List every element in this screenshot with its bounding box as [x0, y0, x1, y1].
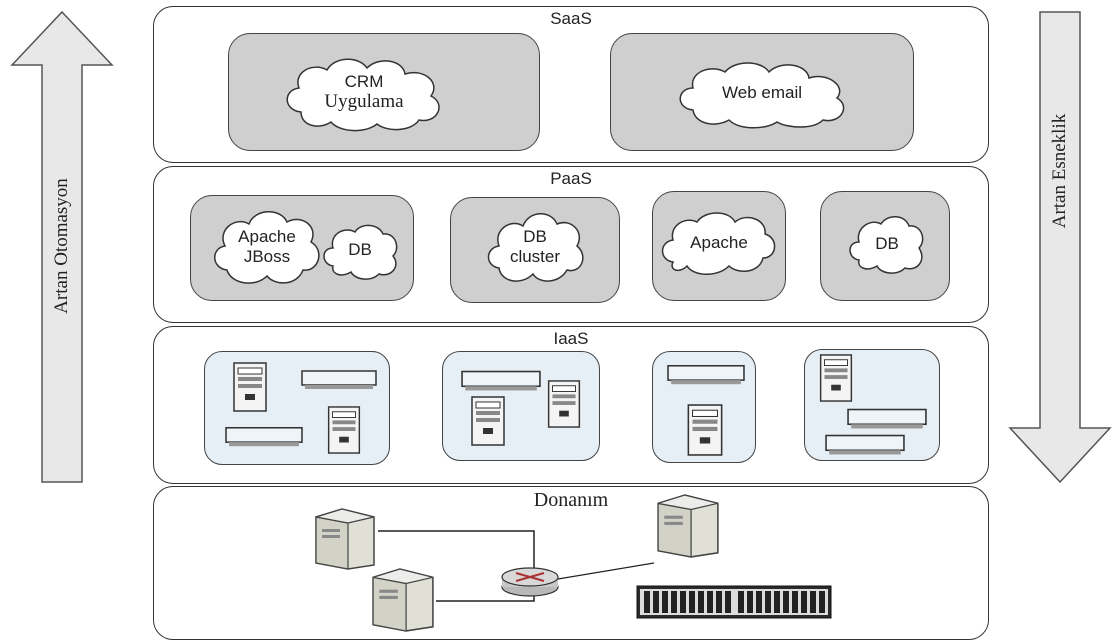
jboss-label: JBoss: [243, 247, 291, 266]
crm-app-box: CRM Uygulama: [228, 33, 540, 151]
iaas-box-3: [652, 351, 756, 463]
physical-server-icon: [366, 567, 440, 633]
apache-jboss-cloud: Apache JBoss: [211, 206, 323, 288]
network-cables: [378, 530, 655, 602]
db-cluster-box: DB cluster: [450, 197, 620, 303]
physical-server-icon: [654, 493, 722, 559]
cloud-icon: [661, 212, 776, 275]
apache-label: Apache: [238, 227, 296, 246]
rack-unit-icon: [847, 408, 927, 430]
paas-layer: PaaS Apache JBoss DB DB cluster Apache: [153, 166, 989, 323]
down-arrow-icon: [1008, 11, 1112, 484]
paas-title: PaaS: [550, 169, 592, 188]
cloud-icon: [286, 58, 440, 132]
increasing-automation-label: Artan Otomasyon: [51, 178, 72, 314]
apache-jboss-db-box: Apache JBoss DB: [190, 195, 414, 301]
db-cluster-label: DB: [523, 227, 547, 246]
crm-cloud: CRM Uygulama: [279, 52, 449, 132]
server-icon: [687, 404, 723, 456]
web-email-box: Web email: [610, 33, 914, 151]
router-icon: [500, 565, 560, 597]
saas-layer: SaaS CRM Uygulama Web email: [153, 6, 989, 163]
up-arrow-icon: [10, 10, 114, 483]
cloud-icon: [849, 216, 924, 274]
cloud-icon: [487, 213, 584, 282]
web-email-cloud: Web email: [673, 58, 851, 129]
crm-label: CRM: [344, 72, 384, 91]
rack-unit-icon: [667, 364, 745, 386]
hardware-layer: Donanım: [153, 486, 989, 640]
db-label-2: DB: [875, 234, 899, 253]
crm-sublabel: Uygulama: [324, 91, 404, 112]
cloud-icon: [214, 211, 320, 284]
apache-only-label: Apache: [690, 233, 748, 252]
iaas-layer: IaaS: [153, 326, 989, 484]
saas-title: SaaS: [550, 9, 592, 28]
iaas-box-2: [442, 351, 600, 461]
hardware-title: Donanım: [533, 489, 609, 511]
physical-server-icon: [312, 507, 378, 571]
db-cloud: DB: [321, 220, 399, 280]
apache-cloud: Apache: [659, 208, 779, 278]
iaas-title: IaaS: [553, 329, 589, 348]
rack-unit-icon: [461, 370, 541, 392]
db-cluster-cloud: DB cluster: [485, 208, 585, 286]
increasing-flexibility-arrow: Artan Esneklik: [1008, 10, 1112, 484]
storage-array-icon: [636, 585, 832, 619]
db-label: DB: [348, 240, 372, 259]
cloud-icon: [323, 224, 398, 280]
rack-unit-icon: [825, 434, 905, 456]
server-icon: [471, 396, 505, 446]
increasing-automation-arrow: Artan Otomasyon: [10, 10, 114, 484]
increasing-flexibility-label: Artan Esneklik: [1049, 113, 1070, 229]
server-icon: [233, 362, 267, 412]
rack-unit-icon: [301, 370, 377, 390]
db-cloud-2: DB: [847, 212, 927, 276]
apache-box: Apache: [652, 191, 786, 301]
server-icon: [547, 380, 581, 428]
cloud-icon: [679, 62, 845, 129]
web-email-label: Web email: [722, 83, 802, 102]
rack-unit-icon: [225, 426, 303, 448]
server-icon: [819, 354, 853, 402]
db-cluster-sublabel: cluster: [509, 247, 561, 266]
db-box: DB: [820, 191, 950, 301]
iaas-box-4: [804, 349, 940, 461]
server-icon: [327, 406, 361, 454]
iaas-box-1: [204, 351, 390, 465]
